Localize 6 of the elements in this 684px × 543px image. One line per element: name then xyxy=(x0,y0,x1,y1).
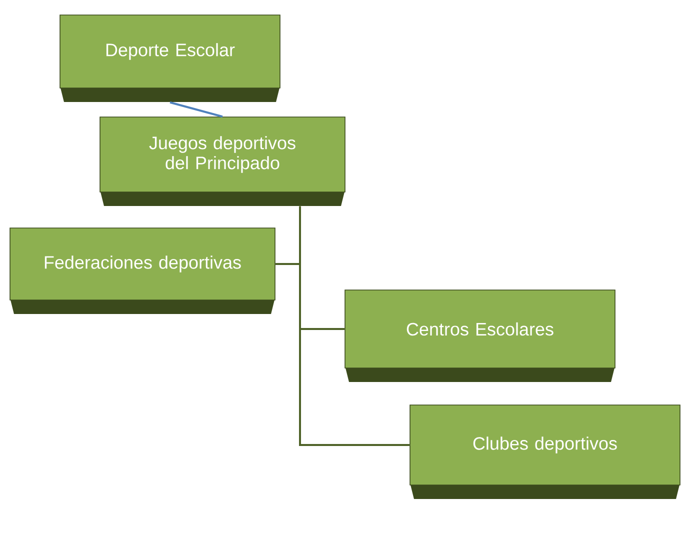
process-box: Juegos deportivos del Principado xyxy=(100,116,346,206)
process-box: Federaciones deportivas xyxy=(10,228,276,314)
process-box: Deporte Escolar xyxy=(60,14,280,102)
process-box: Centros Escolares xyxy=(344,290,616,382)
connector-line xyxy=(299,206,410,446)
process-box: Clubes deportivos xyxy=(410,404,680,499)
